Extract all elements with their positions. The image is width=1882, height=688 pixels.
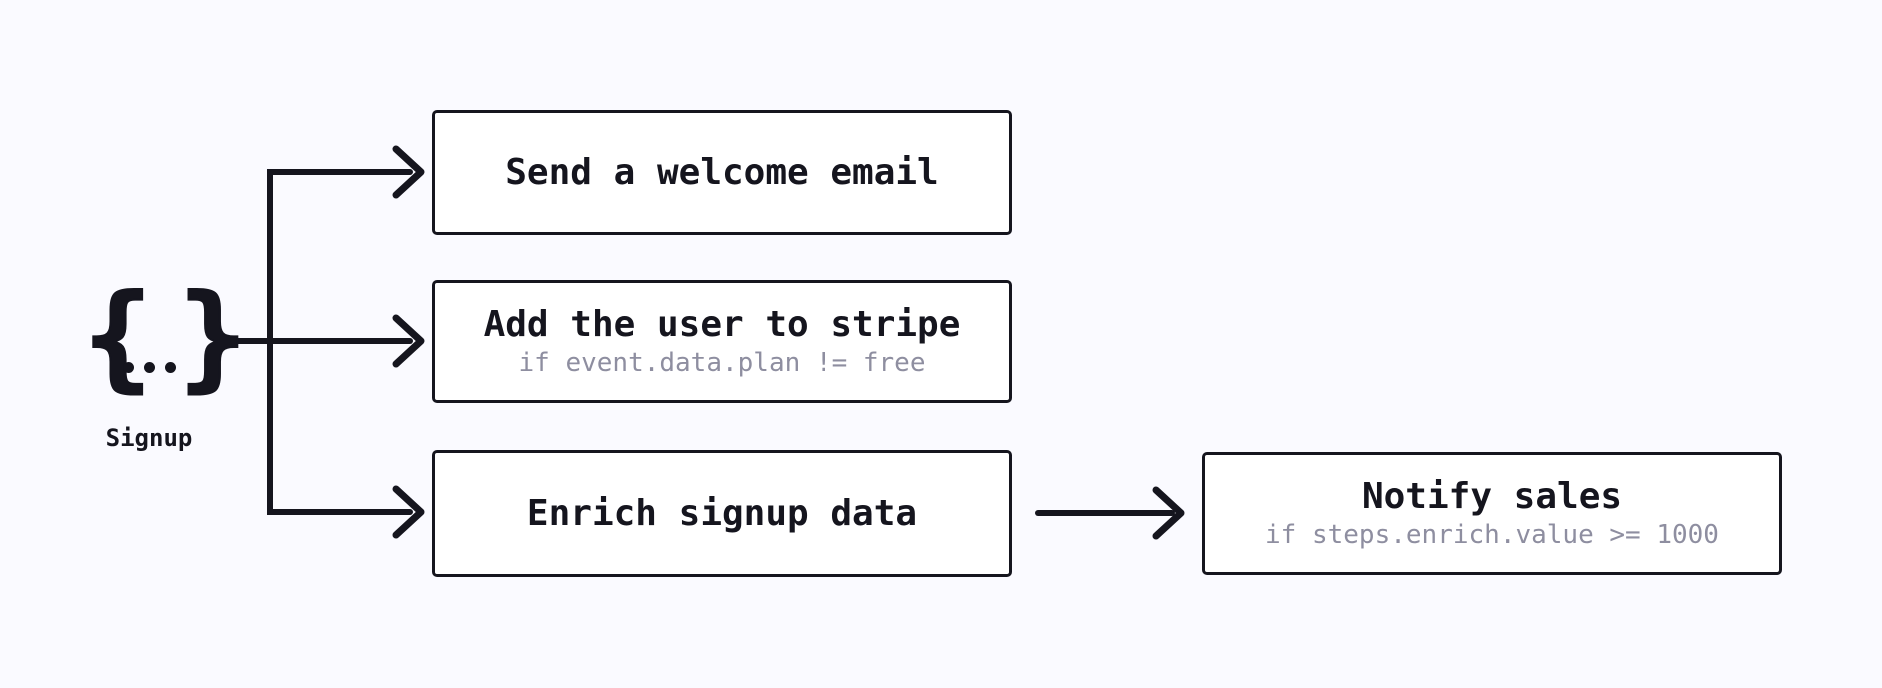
dot (164, 362, 176, 373)
trigger-event-label: Signup (105, 424, 193, 452)
event-payload-braces-icon: { } (83, 270, 249, 403)
step-node-notify-sales: Notify sales if steps.enrich.value >= 10… (1202, 452, 1782, 575)
close-brace: } (178, 270, 249, 403)
step-node-enrich-signup-data: Enrich signup data (432, 450, 1012, 577)
step-condition: if steps.enrich.value >= 1000 (1265, 520, 1719, 551)
open-brace: { (83, 270, 154, 403)
dot (143, 362, 155, 373)
step-title: Add the user to stripe (483, 303, 961, 345)
dot (122, 362, 134, 373)
ellipsis-dots (122, 362, 176, 373)
step-condition: if event.data.plan != free (518, 348, 926, 379)
arrowhead-stripe (392, 314, 425, 368)
edge-fanout-branch (267, 169, 413, 515)
arrowhead-notify-sales (1152, 486, 1185, 540)
step-title: Notify sales (1361, 475, 1623, 517)
step-node-send-welcome-email: Send a welcome email (432, 110, 1012, 235)
arrowhead-enrich (392, 485, 425, 539)
step-node-add-user-to-stripe: Add the user to stripe if event.data.pla… (432, 280, 1012, 403)
step-title: Enrich signup data (526, 492, 918, 534)
arrowhead-welcome-email (392, 145, 425, 199)
step-title: Send a welcome email (505, 151, 939, 193)
